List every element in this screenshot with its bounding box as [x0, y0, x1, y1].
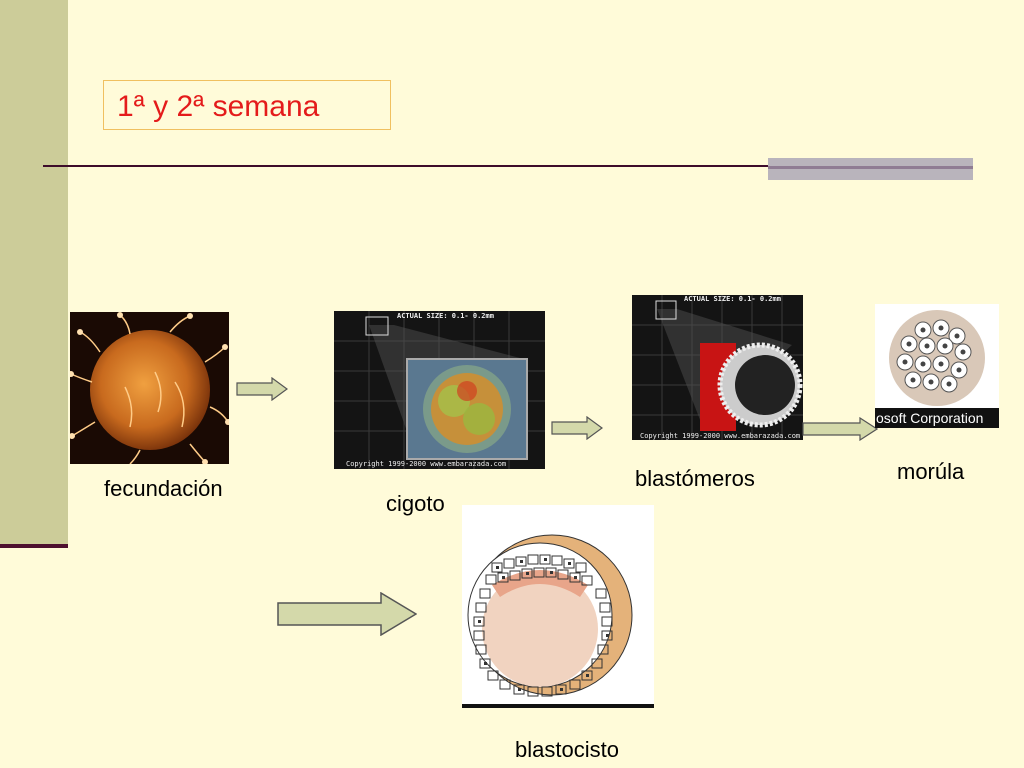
arrow-right-icon	[551, 416, 603, 440]
blastomeres-image: ACTUAL SIZE: 0.1- 0.2mm Copyright 1999-2…	[632, 295, 803, 440]
arrow-right-icon	[236, 377, 288, 401]
morula-banner-text: osoft Corporation	[876, 410, 984, 426]
slide-title: 1ª y 2ª semana	[117, 90, 320, 123]
arrow-right-icon	[802, 417, 878, 441]
arrow-right-icon	[277, 592, 417, 636]
blastomeres-caption: ACTUAL SIZE: 0.1- 0.2mm	[684, 295, 781, 303]
sidebar-divider	[0, 544, 68, 548]
label-morula: morúla	[897, 459, 965, 484]
label-fecundacion: fecundación	[104, 476, 223, 501]
fertilization-image	[70, 312, 229, 464]
label-blastomeros: blastómeros	[635, 466, 755, 491]
left-sidebar	[0, 0, 68, 545]
blastomeres-copyright: Copyright 1999-2000 www.embarazada.com	[640, 432, 801, 440]
header-rule	[43, 165, 773, 167]
zygote-caption: ACTUAL SIZE: 0.1- 0.2mm	[397, 312, 494, 320]
zygote-image: ACTUAL SIZE: 0.1- 0.2mm Copyright 1999-2…	[334, 311, 545, 469]
label-blastocisto: blastocisto	[515, 737, 619, 762]
morula-image: osoft Corporation	[875, 304, 999, 428]
label-cigoto: cigoto	[386, 491, 445, 516]
header-rule-bar	[768, 158, 973, 180]
title-box[interactable]: 1ª y 2ª semana	[103, 80, 391, 130]
zygote-copyright: Copyright 1999-2000 www.embarazada.com	[346, 460, 507, 468]
header-rule-bar-line	[768, 166, 973, 169]
morula-banner: osoft Corporation	[875, 408, 999, 428]
blastocyst-image	[462, 505, 654, 708]
